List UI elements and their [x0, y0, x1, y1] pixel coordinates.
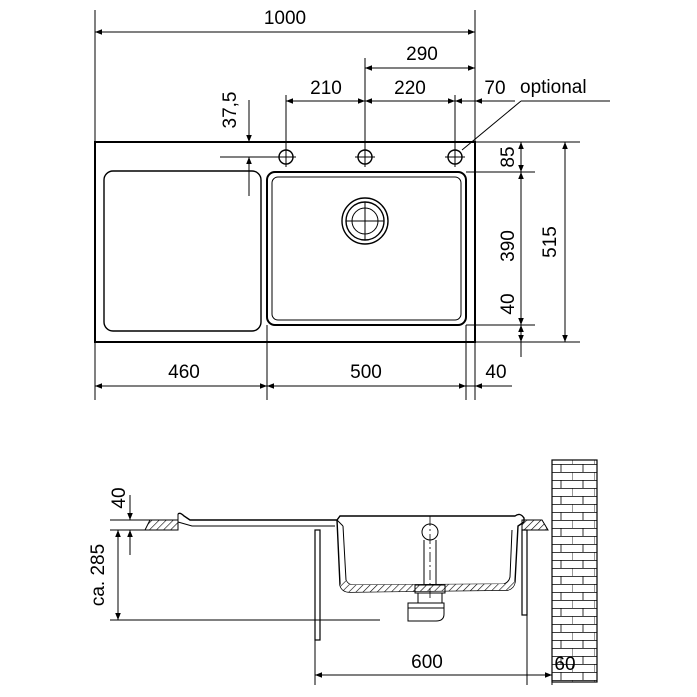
dim-total-width: 1000 — [264, 8, 306, 29]
dim-bottom-margin: 40 — [498, 293, 519, 314]
dim-cabinet-width: 600 — [411, 652, 443, 673]
tap-hole-2 — [355, 147, 375, 167]
dim-hole-spacing-2: 220 — [394, 78, 426, 99]
overflow-pipe-icon — [421, 516, 439, 600]
top-view: 1000 290 210 220 70 optional 37,5 85 390 — [94, 8, 610, 400]
countertop-right — [521, 519, 549, 531]
optional-label: optional — [520, 77, 587, 98]
dim-bowl-width: 500 — [350, 362, 382, 383]
dim-hole-span: 290 — [406, 44, 438, 65]
cabinet-wall-right — [521, 529, 528, 616]
drainer-area — [103, 170, 262, 332]
dim-drainer-width: 460 — [168, 362, 200, 383]
dim-wall-gap: 60 — [554, 654, 575, 675]
bowl-inner-outline — [271, 176, 462, 321]
dim-bowl-depth: 390 — [498, 230, 519, 262]
bowl-outline — [266, 171, 467, 326]
bowl-section — [336, 519, 525, 593]
dim-total-depth: 515 — [540, 226, 561, 258]
dim-right-margin: 40 — [485, 362, 506, 383]
dim-hole-from-edge: 37,5 — [220, 92, 241, 129]
tap-hole-optional — [445, 147, 465, 167]
dim-top-margin: 85 — [498, 146, 519, 167]
dim-hole-spacing-1: 210 — [310, 78, 342, 99]
dim-hole-edge-offset: 70 — [484, 78, 505, 99]
sink-outline — [94, 141, 476, 343]
countertop-left — [144, 519, 179, 531]
drain-fitting-icon — [407, 584, 446, 622]
sink-rim — [177, 512, 525, 522]
cabinet-wall-left — [314, 529, 321, 641]
dim-height: ca. 285 — [88, 544, 109, 606]
dim-rim-thickness: 40 — [109, 487, 130, 508]
drain-icon — [341, 197, 389, 245]
side-view: 40 ca. 285 600 60 — [88, 459, 598, 685]
brick-wall — [551, 459, 598, 683]
